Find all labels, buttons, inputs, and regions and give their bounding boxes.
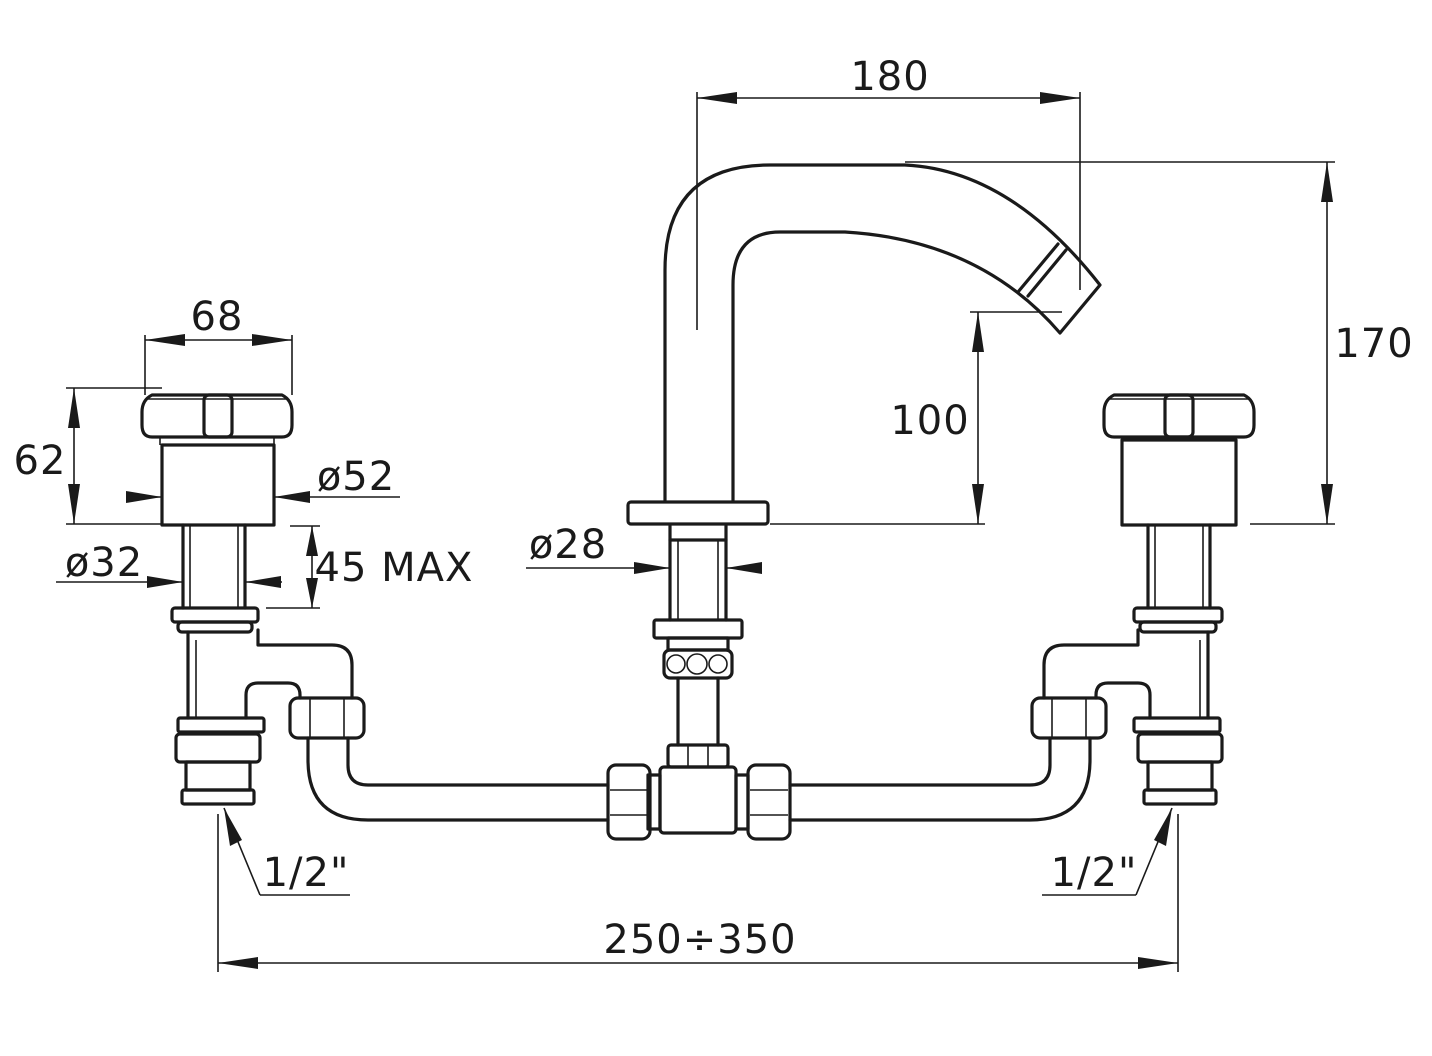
spout-coupling [662,648,734,680]
right-connection-pipe [788,628,1152,822]
dimension-lines [56,92,1335,972]
mixing-tee [606,763,792,841]
tee-top-nut [666,743,730,769]
left-inlet-thread [180,788,256,806]
right-handle-grip [1163,393,1195,439]
right-handle-cap [1102,393,1256,439]
right-inlet-nut [1136,732,1224,764]
dim-handle-width: 68 [191,294,244,340]
left-pipe-nut [288,696,366,740]
dim-shank-diameter: ø32 [65,540,143,586]
left-handle-cap [140,393,294,439]
left-handle-grip [202,393,234,439]
dim-spout-height: 100 [890,398,969,444]
dim-spout-shank-diameter: ø28 [529,522,607,568]
aerator-ring [1016,242,1060,294]
dim-total-height: 170 [1334,321,1413,367]
spout-base-plate [626,500,770,526]
dim-handle-height: 62 [14,438,67,484]
dim-center-distance: 250÷350 [603,917,796,963]
dimension-labels: 180 170 100 68 62 ø52 ø32 45 MAX ø28 1/2… [14,54,1413,963]
spout-body [663,163,1102,502]
tee-left-nut [606,763,652,841]
tee-body [658,765,738,835]
aerator-ring-inner [1026,248,1068,298]
right-deck-nut [1132,606,1224,624]
tee-right-nut [746,763,792,841]
left-connection-pipe [244,628,610,822]
left-valve [140,393,294,806]
spout-nut [652,618,744,640]
dim-handle-diameter: ø52 [317,454,395,500]
left-valve-body [160,443,276,527]
right-valve [1102,393,1256,806]
spout [626,163,1102,769]
right-inlet-thread [1142,788,1218,806]
left-deck-nut [170,606,260,624]
dim-inlet-left: 1/2" [263,850,350,896]
left-inlet-nut [174,732,262,764]
right-valve-body [1120,438,1238,527]
dim-inlet-right: 1/2" [1051,850,1138,896]
right-pipe-nut [1030,696,1108,740]
dim-spout-reach: 180 [850,54,929,100]
dim-max-deck-thickness: 45 MAX [315,545,474,591]
